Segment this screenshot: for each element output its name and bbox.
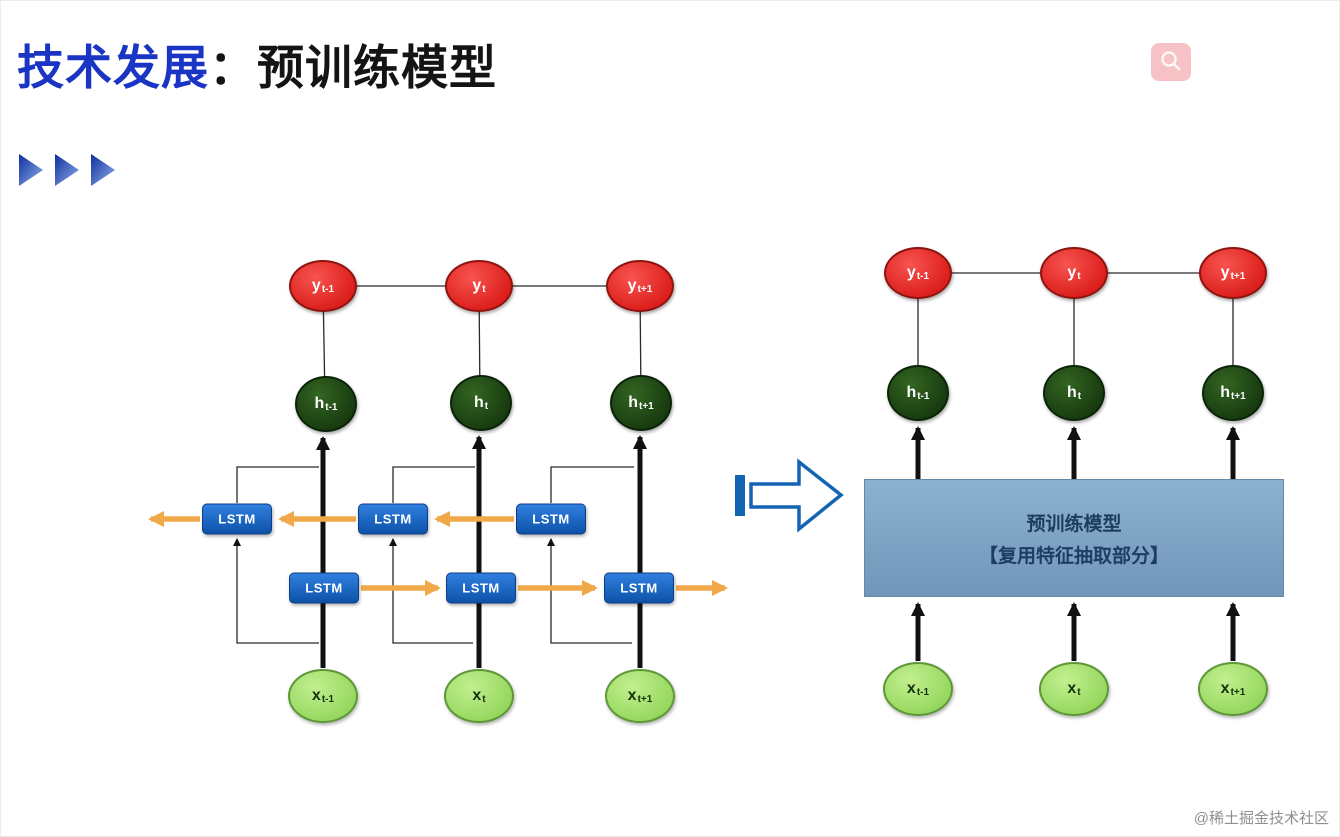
node-label: x (627, 687, 637, 704)
node-label: h (473, 394, 484, 411)
node-label-sub: t+1 (1230, 270, 1246, 282)
node-label: x (1220, 680, 1230, 697)
node-label-sub: t+1 (639, 400, 654, 412)
lstm-forward-box: LSTM (446, 572, 516, 604)
node-label-sub: t (482, 283, 486, 295)
node-label: x (472, 687, 482, 704)
lstm-forward-box: LSTM (289, 572, 359, 604)
chevron-decoration (17, 151, 147, 196)
transform-arrow-icon (749, 458, 844, 533)
chevrons-svg (19, 154, 115, 186)
node-label: y (311, 277, 321, 294)
node-label-sub: t-1 (916, 686, 930, 698)
node-label: y (627, 277, 637, 294)
page-title: 技术发展：预训练模型 (17, 29, 497, 98)
node-label-sub: t (1077, 686, 1081, 698)
node-label: h (314, 395, 325, 412)
node-label: h (628, 394, 639, 411)
lstm-forward-box: LSTM (604, 572, 674, 604)
node-label-sub: t+1 (637, 693, 653, 705)
node-label-sub: t-1 (325, 401, 338, 413)
search-icon (1161, 51, 1181, 71)
lstm-backward-box: LSTM (516, 503, 586, 535)
node-label-sub: t (1077, 270, 1081, 282)
node-label-sub: t-1 (321, 283, 335, 295)
transform-arrow-bar (735, 475, 745, 516)
chevron-right-icon (55, 154, 79, 186)
lstm-backward-box: LSTM (202, 503, 272, 535)
node-label: h (1220, 384, 1231, 401)
watermark: @稀土掘金技术社区 (1193, 810, 1329, 827)
pretrained-model-subtitle: 【复用特征抽取部分】 (978, 545, 1169, 567)
title-rest: ：预训练模型 (209, 41, 497, 94)
search-button[interactable] (1151, 43, 1191, 81)
node-label-sub: t (482, 693, 486, 705)
node-label-sub: t (484, 400, 489, 412)
node-label-sub: t-1 (916, 270, 930, 282)
node-label-sub: t+1 (1231, 390, 1246, 402)
node-label: h (1066, 384, 1077, 401)
node-label-sub: t (1077, 390, 1082, 402)
right-diagram-connections (911, 272, 1240, 661)
node-label-sub: t-1 (917, 390, 930, 402)
node-label: x (906, 680, 916, 697)
left-diagram-connections (148, 285, 728, 668)
node-label: y (1067, 264, 1077, 281)
title-highlight: 技术发展 (17, 41, 209, 94)
node-label-sub: t-1 (321, 693, 335, 705)
node-label: y (906, 264, 916, 281)
node-label-sub: t+1 (637, 283, 653, 295)
transform-arrow (735, 458, 844, 533)
node-label-sub: t+1 (1230, 686, 1246, 698)
node-label: y (1220, 264, 1230, 281)
chevron-right-icon (19, 154, 43, 186)
node-label: h (906, 384, 917, 401)
node-label: x (311, 687, 321, 704)
pretrained-model-title: 预训练模型 (1026, 513, 1122, 535)
lstm-backward-box: LSTM (358, 503, 428, 535)
pretrained-model-box: 预训练模型 【复用特征抽取部分】 (864, 479, 1284, 597)
node-label: y (472, 277, 482, 294)
node-label: x (1067, 680, 1077, 697)
chevron-right-icon (91, 154, 115, 186)
